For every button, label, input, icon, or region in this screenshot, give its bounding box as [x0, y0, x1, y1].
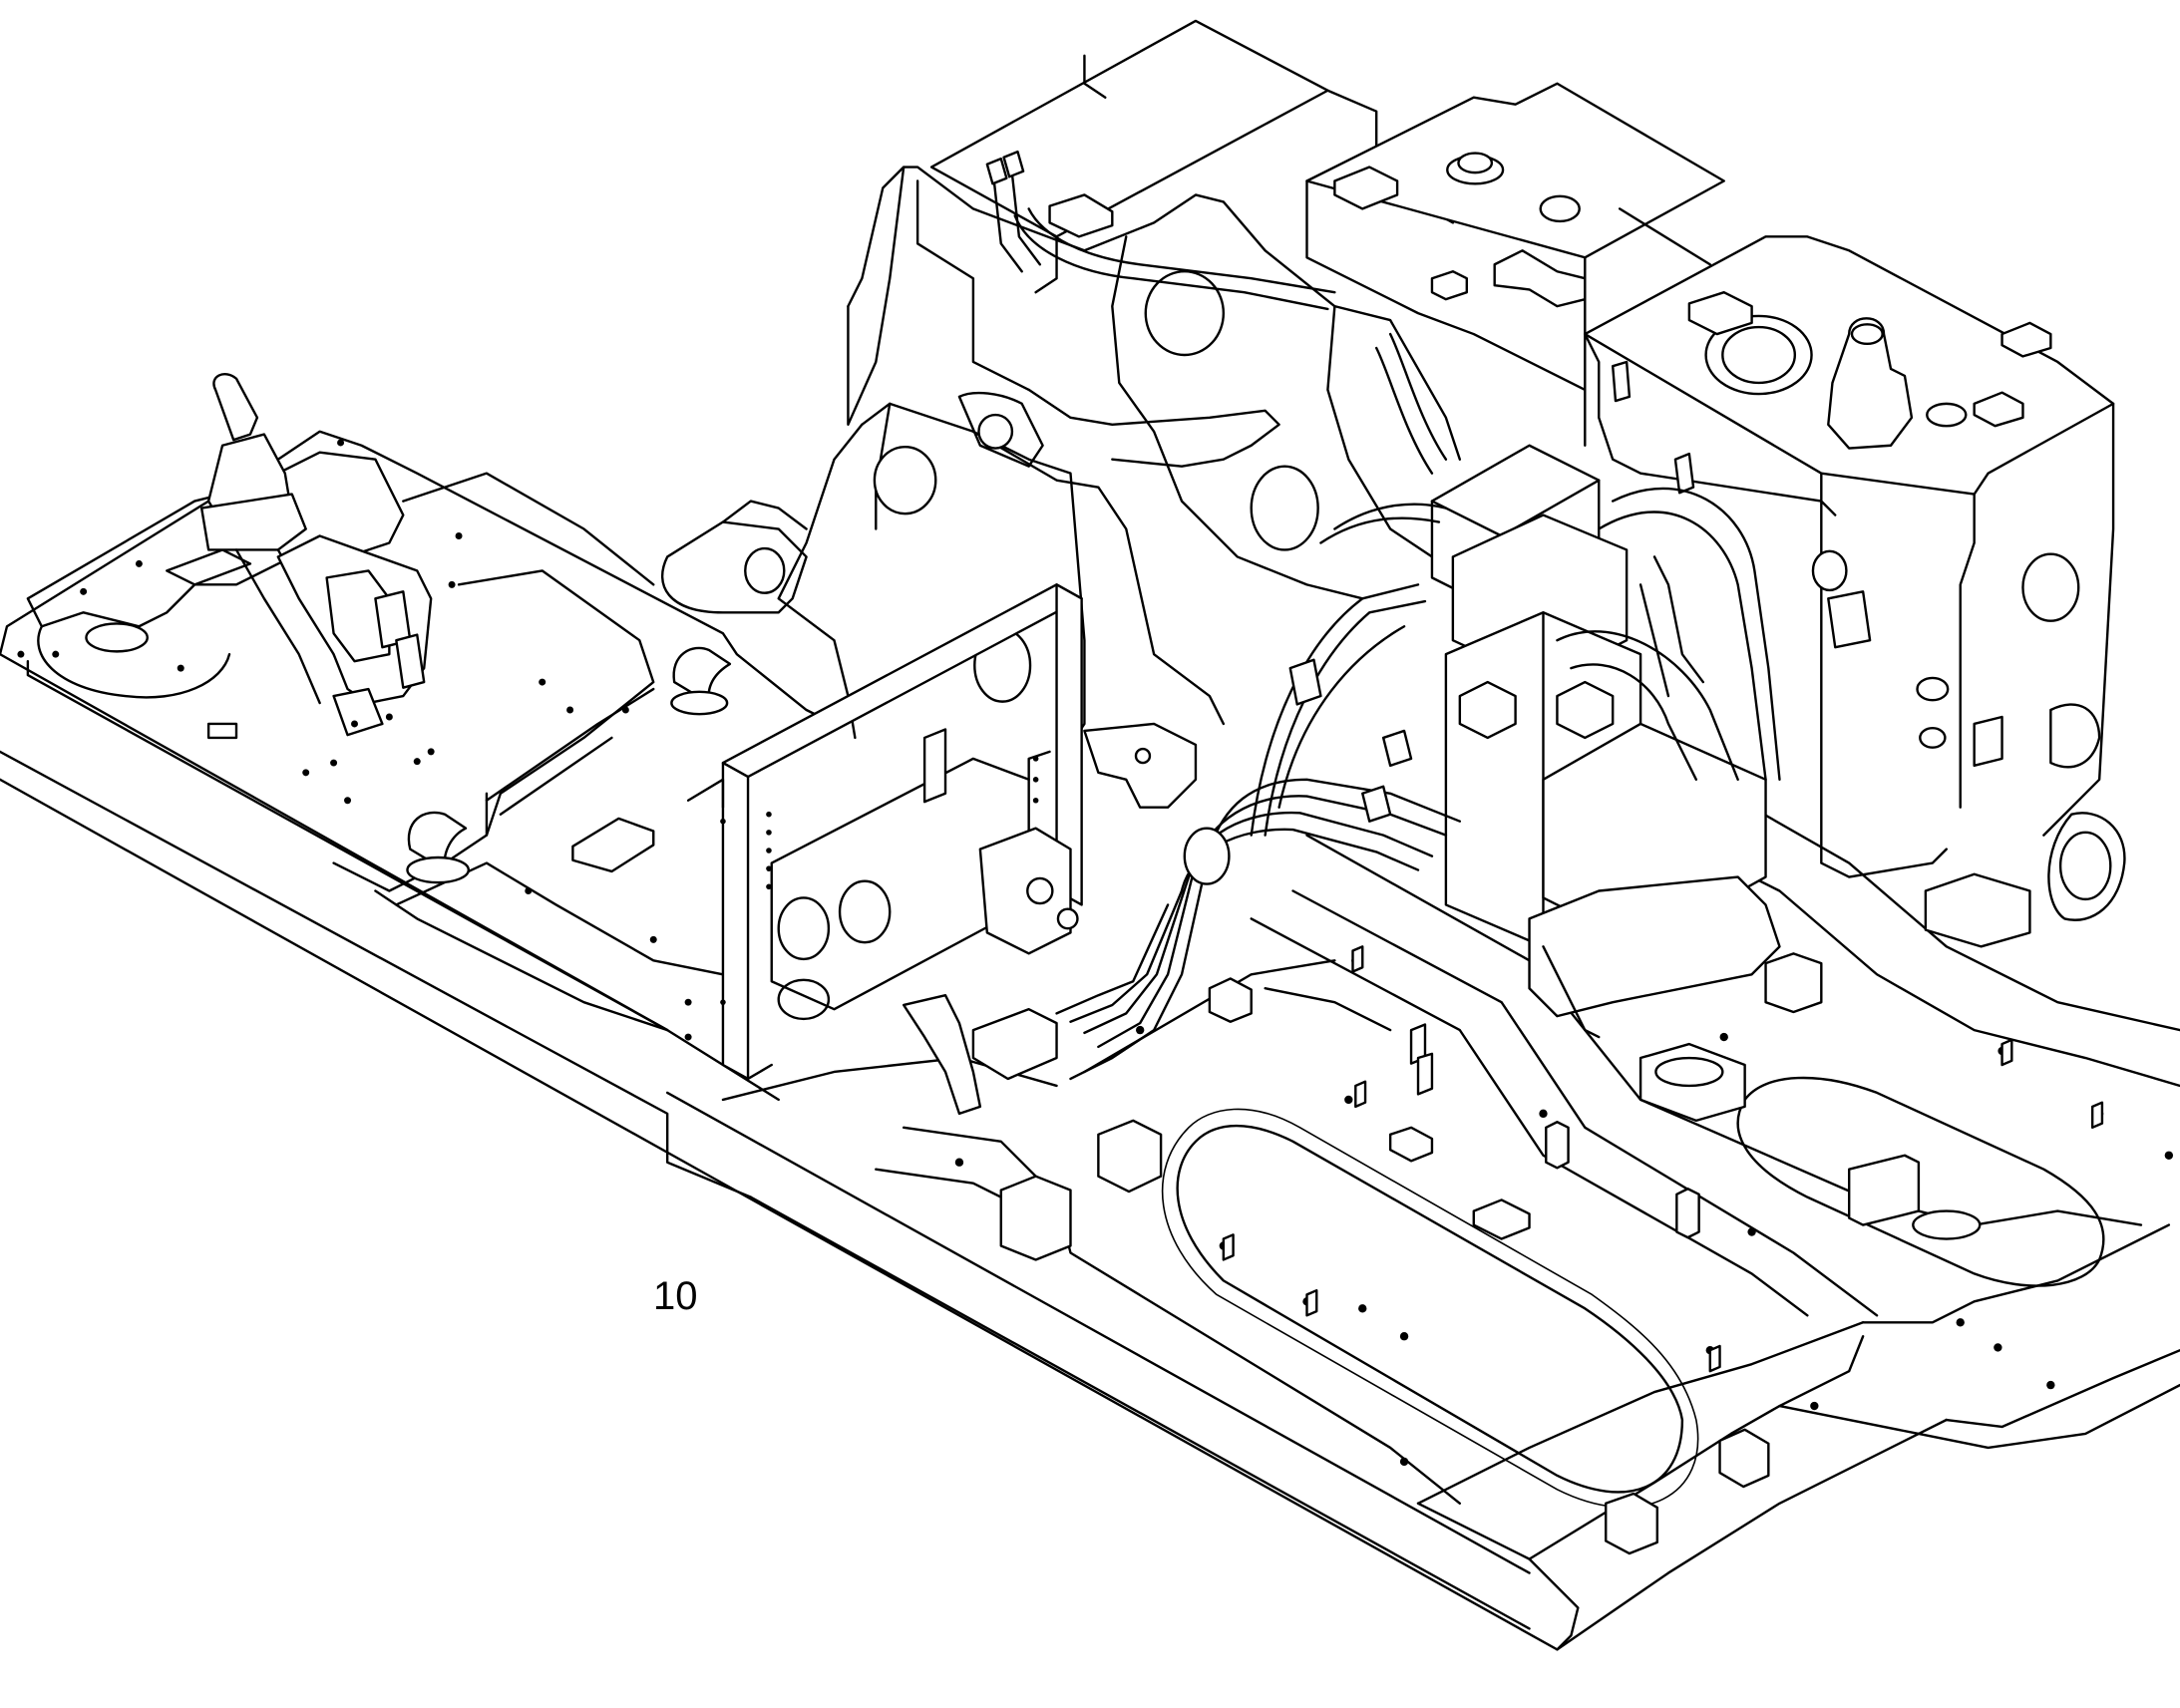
- control-valve-assembly: [904, 152, 1779, 1114]
- frame-bolts: [954, 956, 2174, 1467]
- boom-mount-plates: [662, 168, 1460, 745]
- lower-frame: [0, 654, 2180, 1649]
- console-bolts: [330, 713, 421, 767]
- electrical-bracket: [688, 584, 1196, 1079]
- cab-floor-plate: [0, 432, 834, 1041]
- plate-bolts: [17, 439, 692, 1041]
- tanks: [931, 21, 2124, 920]
- bracket-holes: [720, 756, 1039, 1005]
- part-callout-label: 10: [653, 1274, 698, 1318]
- joystick-console: [201, 374, 431, 767]
- studs: [1224, 946, 2102, 1371]
